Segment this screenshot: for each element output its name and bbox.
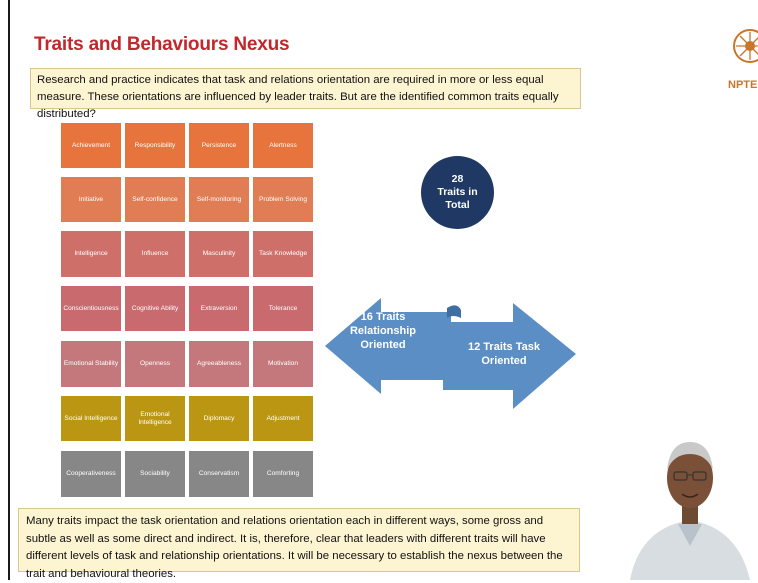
trait-cell: Responsibility bbox=[125, 123, 185, 168]
trait-cell: Masculinity bbox=[189, 231, 249, 277]
trait-cell: Persistence bbox=[189, 123, 249, 168]
trait-cell: Conservatism bbox=[189, 451, 249, 497]
trait-cell: Self-monitoring bbox=[189, 177, 249, 222]
presenter-video bbox=[620, 420, 758, 580]
trait-cell: Task Knowledge bbox=[253, 231, 313, 277]
trait-cell: Conscientiousness bbox=[61, 286, 121, 331]
trait-cell: Extraversion bbox=[189, 286, 249, 331]
trait-cell: Agreeableness bbox=[189, 341, 249, 387]
trait-cell: Influence bbox=[125, 231, 185, 277]
summary-text-box: Many traits impact the task orientation … bbox=[18, 508, 580, 580]
trait-cell: Emotional Stability bbox=[61, 341, 121, 387]
trait-cell: Sociability bbox=[125, 451, 185, 497]
total-traits-number: 28 bbox=[451, 173, 464, 185]
trait-cell: Motivation bbox=[253, 341, 313, 387]
total-traits-label-1: Traits in bbox=[437, 186, 478, 198]
trait-cell: Social Intelligence bbox=[61, 396, 121, 441]
trait-cell: Achievement bbox=[61, 123, 121, 168]
trait-cell: Tolerance bbox=[253, 286, 313, 331]
arrows-graphic bbox=[325, 298, 576, 409]
nptel-logo: NPTE bbox=[728, 29, 758, 91]
left-border-line bbox=[8, 0, 10, 580]
trait-cell: Problem Solving bbox=[253, 177, 313, 222]
trait-cell: Intelligence bbox=[61, 231, 121, 277]
trait-cell: Emotional Intelligence bbox=[125, 396, 185, 441]
intro-text-box: Research and practice indicates that tas… bbox=[30, 68, 581, 120]
trait-cell: Openness bbox=[125, 341, 185, 387]
slide-title: Traits and Behaviours Nexus bbox=[34, 34, 290, 55]
trait-cell: Comforting bbox=[253, 451, 313, 497]
orientation-arrows: 16 Traits Relationship Oriented 12 Trait… bbox=[323, 296, 578, 412]
left-arrow-shape bbox=[325, 298, 451, 394]
trait-cell: Cognitive Ability bbox=[125, 286, 185, 331]
arrow-fold bbox=[447, 305, 461, 318]
trait-cell: Initiative bbox=[61, 177, 121, 222]
right-arrow-label: 12 Traits Task Oriented bbox=[468, 341, 540, 367]
trait-cell: Self-confidence bbox=[125, 177, 185, 222]
trait-cell: Adjustment bbox=[253, 396, 313, 441]
logo-text: NPTE bbox=[728, 79, 757, 91]
right-arrow-shape bbox=[443, 303, 576, 409]
trait-cell: Diplomacy bbox=[189, 396, 249, 441]
trait-cell: Alertness bbox=[253, 123, 313, 168]
total-traits-circle: 28 Traits in Total bbox=[421, 156, 494, 229]
total-traits-label-2: Total bbox=[445, 199, 470, 211]
left-arrow-label: 16 Traits Relationship Oriented bbox=[349, 311, 416, 351]
trait-cell: Cooperativeness bbox=[61, 451, 121, 497]
